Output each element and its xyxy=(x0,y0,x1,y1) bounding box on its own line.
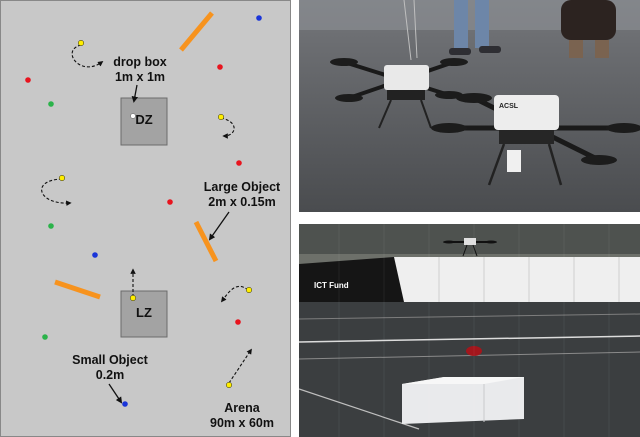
trajectory-path xyxy=(228,348,252,384)
flight-test-illustration: ICT Fund xyxy=(299,224,640,437)
arena-map xyxy=(0,0,291,437)
blue-marker xyxy=(256,15,262,21)
arena-size: 90m x 60m xyxy=(210,416,274,430)
flight-test-photo: ICT Fund xyxy=(299,224,640,437)
red-marker xyxy=(217,64,223,70)
yellow-marker xyxy=(58,174,66,182)
drones-on-ground-photo: ACSL xyxy=(299,0,640,212)
landing-zone-label: LZ xyxy=(136,305,152,320)
small-object-annotation: Small Object 0.2m xyxy=(60,353,160,383)
large-object-annotation: Large Object 2m x 0.15m xyxy=(193,180,291,210)
banner-logo-text: ICT Fund xyxy=(314,281,349,290)
drop-box-marker xyxy=(130,113,136,119)
small-object-title: Small Object xyxy=(72,353,148,367)
drop-box-size: 1m x 1m xyxy=(114,70,166,84)
yellow-marker xyxy=(77,39,85,47)
arena-diagram-panel: DZ LZ drop box 1m x 1m Large Object 2m x… xyxy=(0,0,291,437)
arena-title: Arena xyxy=(224,401,260,415)
yellow-marker xyxy=(245,286,253,294)
trajectory-path xyxy=(221,285,249,303)
red-marker xyxy=(236,160,242,166)
small-object-size: 0.2m xyxy=(95,368,125,382)
falling-object xyxy=(466,346,482,356)
trajectory-path xyxy=(71,44,104,68)
drone-2: ACSL xyxy=(431,93,640,186)
green-marker xyxy=(48,223,54,229)
green-marker xyxy=(48,101,54,107)
drones-on-ground-illustration: ACSL xyxy=(299,0,640,212)
arena-size-annotation: Arena 90m x 60m xyxy=(196,401,288,431)
blue-marker xyxy=(92,252,98,258)
drone-1 xyxy=(330,58,468,129)
large-object-pointer-arrow xyxy=(208,211,230,241)
yellow-marker xyxy=(225,381,233,389)
red-marker xyxy=(167,199,173,205)
yellow-marker xyxy=(217,113,225,121)
red-marker xyxy=(25,77,31,83)
large-object-bar xyxy=(193,220,219,263)
arena-field xyxy=(0,0,291,437)
large-object-size: 2m x 0.15m xyxy=(208,195,276,209)
large-object-bar xyxy=(179,11,214,52)
drop-box-annotation: drop box 1m x 1m xyxy=(100,55,180,85)
drop-box-title: drop box xyxy=(113,55,167,69)
small-object-marker xyxy=(122,401,128,407)
drop-zone-box xyxy=(120,97,168,146)
drop-box-pointer-arrow xyxy=(131,84,139,103)
large-object-title: Large Object xyxy=(203,180,281,194)
drone-logo-text: ACSL xyxy=(499,103,519,110)
landing-zone-box xyxy=(120,290,168,338)
drop-box-target xyxy=(402,377,524,424)
trajectory-path xyxy=(41,178,72,206)
small-object-pointer-arrow xyxy=(108,383,123,404)
drop-zone-label: DZ xyxy=(135,112,153,127)
red-marker xyxy=(235,319,241,325)
flying-drone xyxy=(443,238,497,257)
yellow-marker xyxy=(129,294,137,302)
large-object-bar xyxy=(54,279,101,300)
green-marker xyxy=(42,334,48,340)
